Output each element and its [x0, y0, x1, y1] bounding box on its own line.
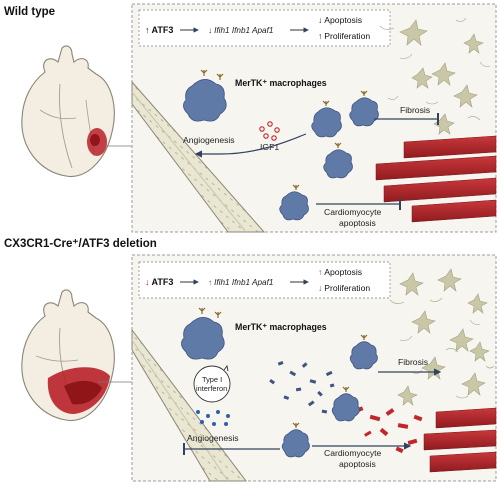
- panel1-apoptosis-label: apoptosis: [339, 218, 376, 228]
- panel2-angiogenesis-label: Angiogenesis: [187, 433, 239, 443]
- panel2-apoptosis-label: apoptosis: [339, 459, 376, 469]
- merTK-macrophage-large: [183, 79, 227, 122]
- deletion-heart-illustration: [21, 289, 115, 422]
- panel2-macrophages: [181, 317, 378, 458]
- panel1-gene: ↑ATF3: [145, 25, 173, 35]
- panel1-header-box: [138, 9, 391, 47]
- panel2-cardiomyocytes: [423, 407, 497, 473]
- panel1-fibroblasts: [379, 17, 491, 135]
- wildtype-heart-illustration: [21, 45, 115, 178]
- type-i-interferon-loop: [193, 365, 231, 403]
- panel1-fibrosis-label: Fibrosis: [400, 105, 430, 115]
- panel2-fibroblasts: [389, 268, 495, 406]
- panel1-cardiomyocyte-label: Cardiomyocyte: [324, 207, 382, 217]
- panel2-blood-vessel: [131, 328, 248, 482]
- panel1-angiogenesis-label: Angiogenesis: [183, 135, 235, 145]
- panel2-interferon-label: interferon: [196, 384, 227, 393]
- panel1-igf1-cluster: [259, 121, 280, 141]
- panel2-outcome-proliferation: ↓Proliferation: [318, 283, 370, 293]
- panel1-targets: ↓Ifih1 Ifnb1 Apaf1: [208, 26, 273, 35]
- panel2-header-box: [138, 261, 391, 299]
- panel1-macrophage-label: MerTK⁺ macrophages: [235, 78, 327, 88]
- panel2-cardiomyocyte-label: Cardiomyocyte: [324, 448, 382, 458]
- panel2-targets: ↑Ifih1 Ifnb1 Apaf1: [208, 278, 273, 287]
- panel2-gene: ↓ATF3: [145, 277, 173, 287]
- panel2-type-i-label: Type I: [202, 375, 222, 384]
- panel2-macrophage-label: MerTK⁺ macrophages: [235, 322, 327, 332]
- panel2-outcome-apoptosis: ↑Apoptosis: [318, 267, 362, 277]
- panel1-title: Wild type: [4, 6, 55, 18]
- panel1-outcome-proliferation: ↑Proliferation: [318, 31, 370, 41]
- panel2-title: CX3CR1-Cre⁺/ATF3 deletion: [4, 238, 157, 250]
- panel1-outcome-apoptosis: ↓Apoptosis: [318, 15, 362, 25]
- panel2-interferon-dots: [196, 410, 230, 426]
- panel1-cardiomyocytes: [375, 135, 497, 223]
- panel2-apoptotic-macrophage-debris: [269, 361, 335, 414]
- panel2-fibrosis-label: Fibrosis: [398, 357, 428, 367]
- panel1-macrophages: [183, 79, 379, 221]
